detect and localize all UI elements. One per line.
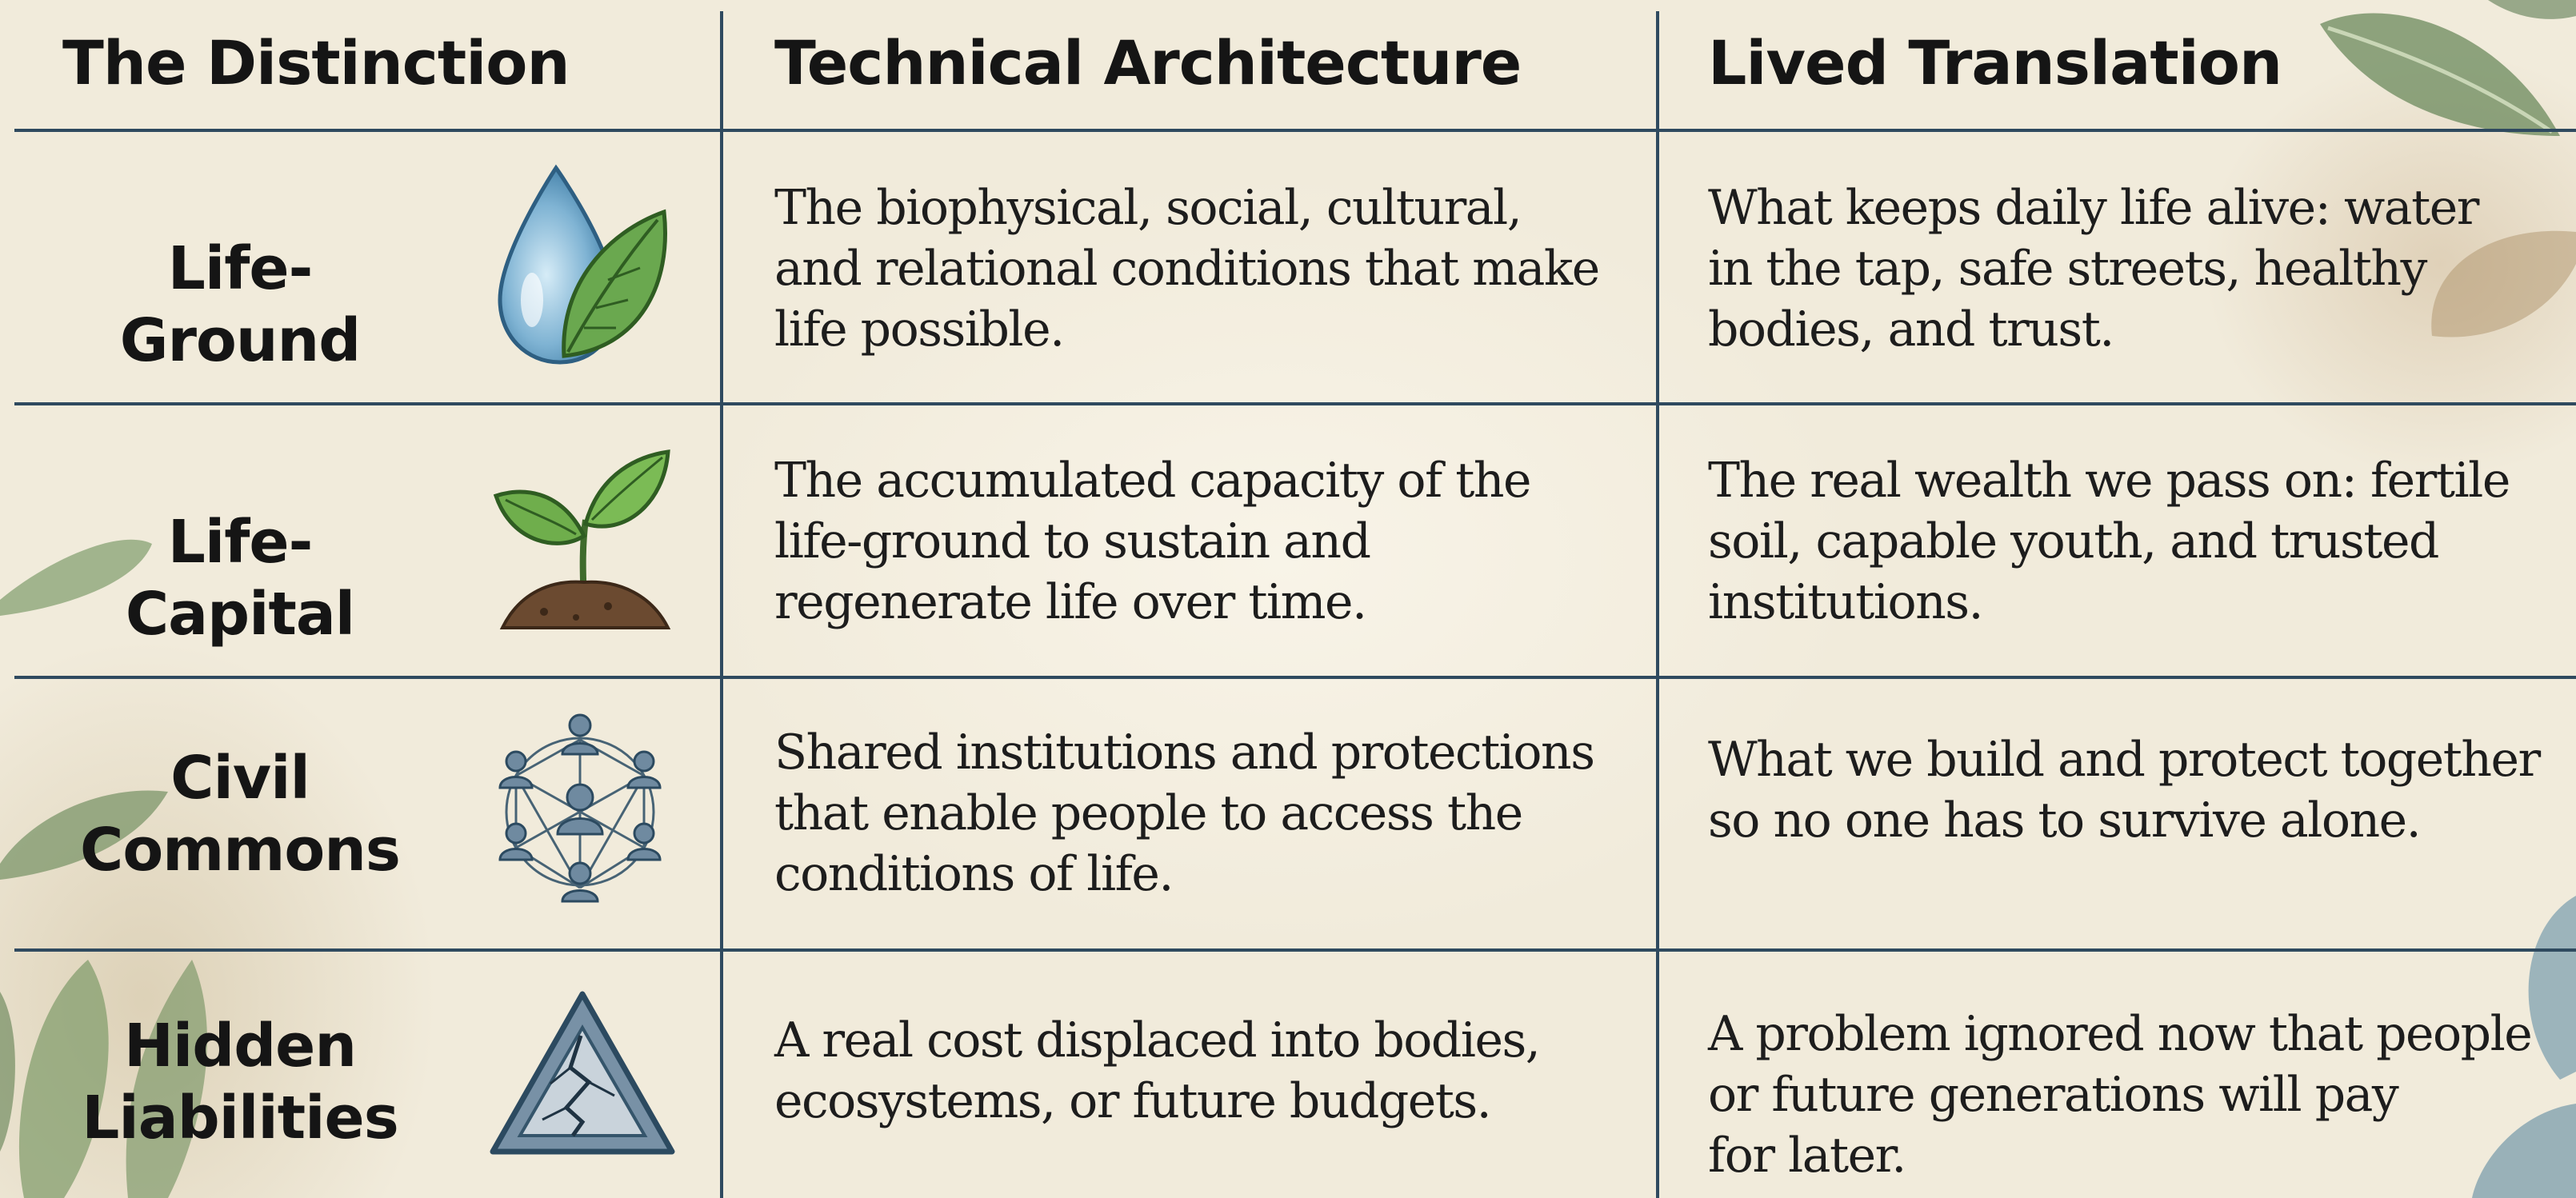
row-lived-life-capital: The real wealth we pass on: fertile soil… <box>1708 453 2510 630</box>
row-technical-civil-commons: Shared institutions and protections that… <box>774 725 1595 902</box>
row-name-hidden-liabilities: Hidden Liabilities <box>82 1012 399 1152</box>
row-divider <box>14 948 2576 952</box>
column-divider <box>720 11 723 1198</box>
row-technical-hidden-liabilities: A real cost displaced into bodies, ecosy… <box>774 1012 1541 1129</box>
row-name-life-ground: Life-Ground <box>119 234 361 375</box>
row-lived-civil-commons: What we build and protect together so no… <box>1708 732 2541 849</box>
row-technical-life-capital: The accumulated capacity of the life-gro… <box>774 453 1532 630</box>
row-divider <box>14 402 2576 405</box>
cracked-warning-triangle-icon <box>490 991 675 1155</box>
sprout-soil-icon <box>493 449 671 629</box>
column-divider <box>1656 11 1659 1198</box>
row-lived-hidden-liabilities: A problem ignored now that people or fut… <box>1708 1006 2533 1184</box>
row-name-life-capital: Life-Capital <box>125 508 355 649</box>
row-technical-life-ground: The biophysical, social, cultural, and r… <box>774 180 1600 357</box>
leaf-decoration-top-right <box>2320 0 2576 137</box>
row-name-civil-commons: Civil Commons <box>80 744 401 885</box>
header-technical-architecture: Technical Architecture <box>774 27 1522 98</box>
header-rule <box>14 129 2576 132</box>
header-lived-translation: Lived Translation <box>1708 27 2282 98</box>
header-the-distinction: The Distinction <box>62 27 570 98</box>
water-drop-leaf-icon <box>498 164 667 365</box>
row-divider <box>14 676 2576 679</box>
row-lived-life-ground: What keeps daily life alive: water in th… <box>1708 180 2479 357</box>
people-network-icon <box>498 713 662 903</box>
